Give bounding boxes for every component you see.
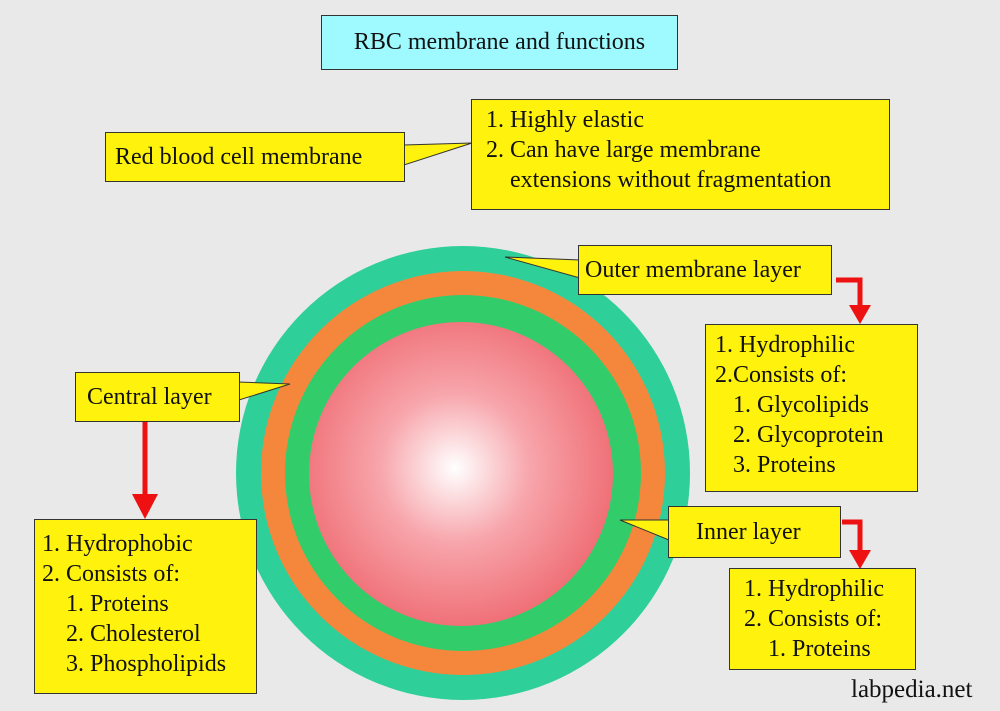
membrane-properties-box: 1. Highly elastic 2. Can have large memb…	[471, 99, 890, 210]
inner-detail-line: 1. Hydrophilic	[744, 576, 884, 602]
outer-detail-line: 1. Hydrophilic	[715, 332, 855, 358]
rbc-membrane-label: Red blood cell membrane	[105, 132, 405, 182]
central-layer-arrow	[132, 422, 158, 519]
property-line: 2. Can have large membrane	[486, 137, 761, 163]
diagram-title: RBC membrane and functions	[321, 15, 678, 70]
outer-detail-line: 3. Proteins	[715, 452, 836, 478]
outer-layer-arrow	[836, 277, 871, 324]
inner-layer-label: Inner layer	[668, 506, 841, 558]
outer-detail-line: 2.Consists of:	[715, 362, 848, 388]
central-layer-label: Central layer	[75, 372, 240, 422]
outer-layer-details-box: 1. Hydrophilic 2.Consists of: 1. Glycoli…	[705, 324, 918, 492]
outer-layer-label: Outer membrane layer	[578, 245, 832, 295]
cytoplasm-circle	[309, 322, 613, 626]
property-line: 1. Highly elastic	[486, 107, 644, 133]
property-line: extensions without fragmentation	[486, 167, 832, 193]
inner-layer-details-box: 1. Hydrophilic 2. Consists of: 1. Protei…	[729, 568, 916, 670]
central-detail-line: 1. Proteins	[42, 591, 169, 617]
central-detail-line: 2. Cholesterol	[42, 621, 201, 647]
rbc-membrane-callout-tail	[403, 142, 473, 166]
central-detail-line: 2. Consists of:	[42, 561, 181, 587]
outer-detail-line: 2. Glycoprotein	[715, 422, 884, 448]
outer-detail-line: 1. Glycolipids	[715, 392, 869, 418]
inner-detail-line: 2. Consists of:	[744, 606, 883, 632]
inner-detail-line: 1. Proteins	[744, 636, 871, 662]
watermark-text: labpedia.net	[851, 676, 973, 703]
central-detail-line: 3. Phospholipids	[42, 651, 227, 677]
central-layer-details-box: 1. Hydrophobic 2. Consists of: 1. Protei…	[34, 519, 257, 694]
inner-layer-arrow	[842, 519, 871, 569]
central-detail-line: 1. Hydrophobic	[42, 531, 193, 557]
